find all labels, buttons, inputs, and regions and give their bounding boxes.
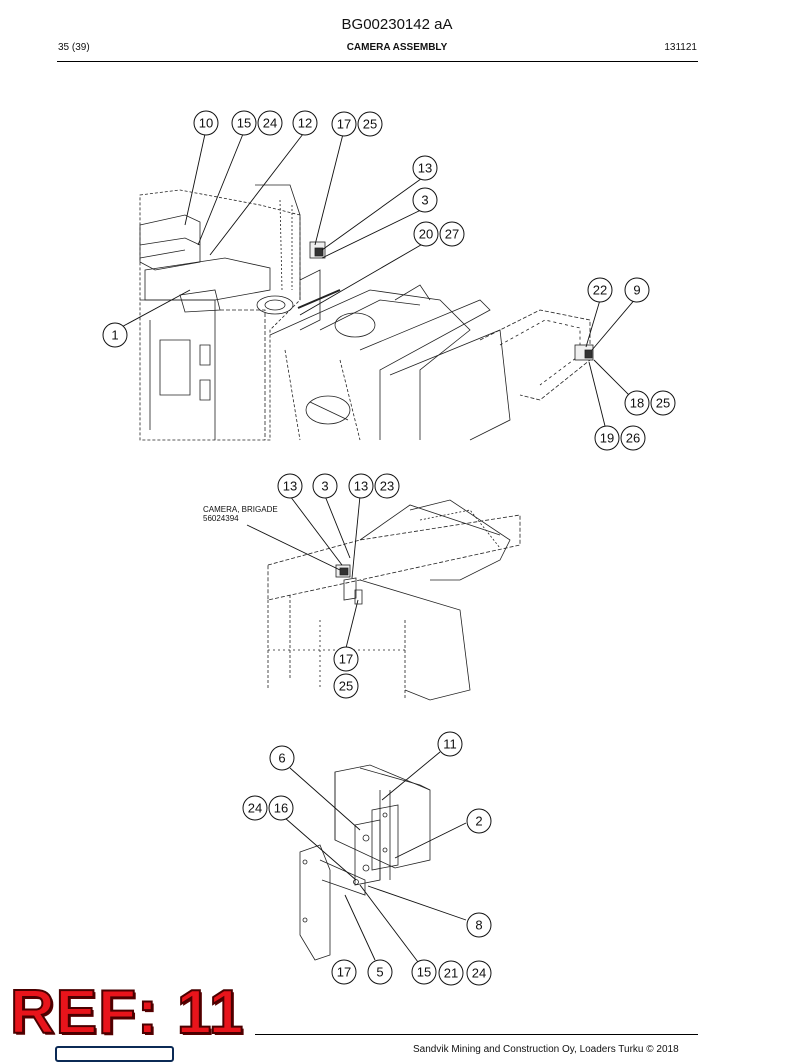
callout-23-mid: 23 [374, 473, 400, 499]
callout-17-mid: 17 [333, 646, 359, 672]
callout-19: 19 [594, 425, 620, 451]
callout-number: 19 [600, 431, 614, 446]
callouts-bottom: 11 6 24 16 2 8 17 5 15 21 24 [242, 731, 492, 986]
callout-10: 10 [193, 110, 219, 136]
callout-17: 17 [331, 111, 357, 137]
callout-number: 24 [263, 116, 277, 131]
company-logo-icon [55, 1046, 174, 1062]
callout-26: 26 [620, 425, 646, 451]
callout-number: 17 [339, 652, 353, 667]
callout-number: 17 [337, 117, 351, 132]
footer-rule [255, 1034, 698, 1035]
callout-15: 15 [231, 110, 257, 136]
callout-12: 12 [292, 110, 318, 136]
callout-13-mid: 13 [277, 473, 303, 499]
callout-number: 25 [656, 396, 670, 411]
callouts-middle: 13 3 13 23 17 25 [277, 473, 400, 699]
callout-21: 21 [438, 960, 464, 986]
callout-number: 12 [298, 116, 312, 131]
callout-13b-mid: 13 [348, 473, 374, 499]
callout-number: 15 [237, 116, 251, 131]
callout-20: 20 [413, 221, 439, 247]
callout-number: 5 [376, 965, 383, 980]
callout-number: 16 [274, 801, 288, 816]
callout-5: 5 [367, 959, 393, 985]
callout-13: 13 [412, 155, 438, 181]
callout-number: 24 [248, 801, 262, 816]
page-number: 35 (39) [58, 42, 90, 53]
callout-number: 25 [339, 679, 353, 694]
ref-stamp: REF: 11 [9, 978, 245, 1047]
camera-part-number: 56024394 [203, 514, 239, 523]
middle-view-linework [267, 499, 521, 701]
callout-24-bot2: 24 [466, 960, 492, 986]
document-id: BG00230142 aA [341, 16, 453, 33]
callout-number: 3 [321, 479, 328, 494]
callout-number: 20 [419, 227, 433, 242]
callout-number: 10 [199, 116, 213, 131]
callout-number: 23 [380, 479, 394, 494]
callout-number: 26 [626, 431, 640, 446]
callout-11: 11 [437, 731, 463, 757]
callout-number: 11 [443, 737, 457, 752]
callout-22: 22 [587, 277, 613, 303]
date-code: 131121 [664, 42, 697, 53]
callout-15-bot: 15 [411, 959, 437, 985]
callout-9: 9 [624, 277, 650, 303]
top-view-linework [139, 184, 594, 441]
callout-number: 17 [337, 965, 351, 980]
callout-8: 8 [466, 912, 492, 938]
callout-number: 13 [418, 161, 432, 176]
callout-16: 16 [268, 795, 294, 821]
footer-copyright: Sandvik Mining and Construction Oy, Load… [413, 1044, 679, 1055]
section-title: CAMERA ASSEMBLY [346, 42, 448, 53]
camera-brigade-label: CAMERA, BRIGADE [203, 505, 278, 514]
callout-6: 6 [269, 745, 295, 771]
callout-number: 13 [354, 479, 368, 494]
callout-number: 21 [444, 966, 458, 981]
callout-17-bot: 17 [331, 959, 357, 985]
callout-27: 27 [439, 221, 465, 247]
bottom-view-leaders [284, 751, 467, 963]
callout-25: 25 [357, 111, 383, 137]
callout-3: 3 [412, 187, 438, 213]
header-rule [57, 61, 698, 62]
callout-number: 6 [278, 751, 285, 766]
callout-number: 9 [633, 283, 640, 298]
callout-2: 2 [466, 808, 492, 834]
callout-number: 27 [445, 227, 459, 242]
callout-18: 18 [624, 390, 650, 416]
callout-1: 1 [102, 322, 128, 348]
middle-view-leaders [246, 495, 361, 649]
callout-number: 22 [593, 283, 607, 298]
callout-number: 3 [421, 193, 428, 208]
callout-number: 25 [363, 117, 377, 132]
callout-number: 1 [111, 328, 118, 343]
callout-24-bot: 24 [242, 795, 268, 821]
callout-number: 15 [417, 965, 431, 980]
callout-25-mid: 25 [333, 673, 359, 699]
callout-number: 13 [283, 479, 297, 494]
callout-number: 8 [475, 918, 482, 933]
callout-3-mid: 3 [312, 473, 338, 499]
callout-24: 24 [257, 110, 283, 136]
callouts-top: 10 15 24 12 17 25 13 3 20 27 1 22 9 18 2… [102, 110, 676, 451]
callout-number: 2 [475, 814, 482, 829]
callout-number: 18 [630, 396, 644, 411]
callout-25b: 25 [650, 390, 676, 416]
callout-number: 24 [472, 966, 486, 981]
top-view-leaders [115, 133, 637, 431]
